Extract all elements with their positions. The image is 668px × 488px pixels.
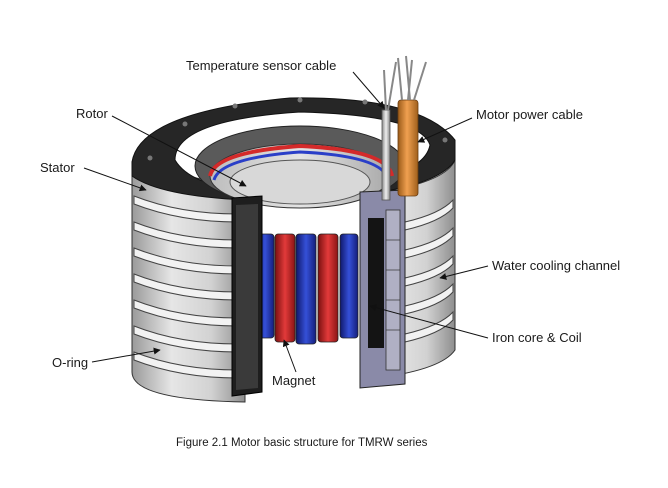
coil	[368, 218, 384, 348]
magnet-blue	[339, 233, 359, 339]
label-motor-power-cable: Motor power cable	[476, 107, 583, 122]
magnets	[255, 233, 359, 345]
label-iron-core-coil: Iron core & Coil	[492, 330, 582, 345]
leader-lines	[83, 71, 489, 373]
label-magnet: Magnet	[272, 373, 316, 388]
housing-ribs-right	[404, 198, 454, 343]
magnet-red	[274, 233, 296, 343]
stator-cut-left	[231, 195, 263, 397]
magnet-red	[317, 233, 339, 343]
motor-power-cable	[397, 99, 419, 197]
label-rotor: Rotor	[76, 106, 108, 121]
iron-core-section	[359, 189, 406, 389]
magnet-blue	[295, 233, 317, 345]
temperature-sensor-cable	[381, 109, 391, 201]
rotor-assembly	[194, 125, 406, 345]
label-stator: Stator	[40, 160, 75, 175]
label-temperature-sensor-cable: Temperature sensor cable	[186, 58, 336, 73]
cables	[381, 55, 427, 201]
figure-caption: Figure 2.1 Motor basic structure for TMR…	[176, 437, 428, 449]
label-water-cooling-channel: Water cooling channel	[492, 258, 620, 273]
label-o-ring: O-ring	[52, 355, 88, 370]
